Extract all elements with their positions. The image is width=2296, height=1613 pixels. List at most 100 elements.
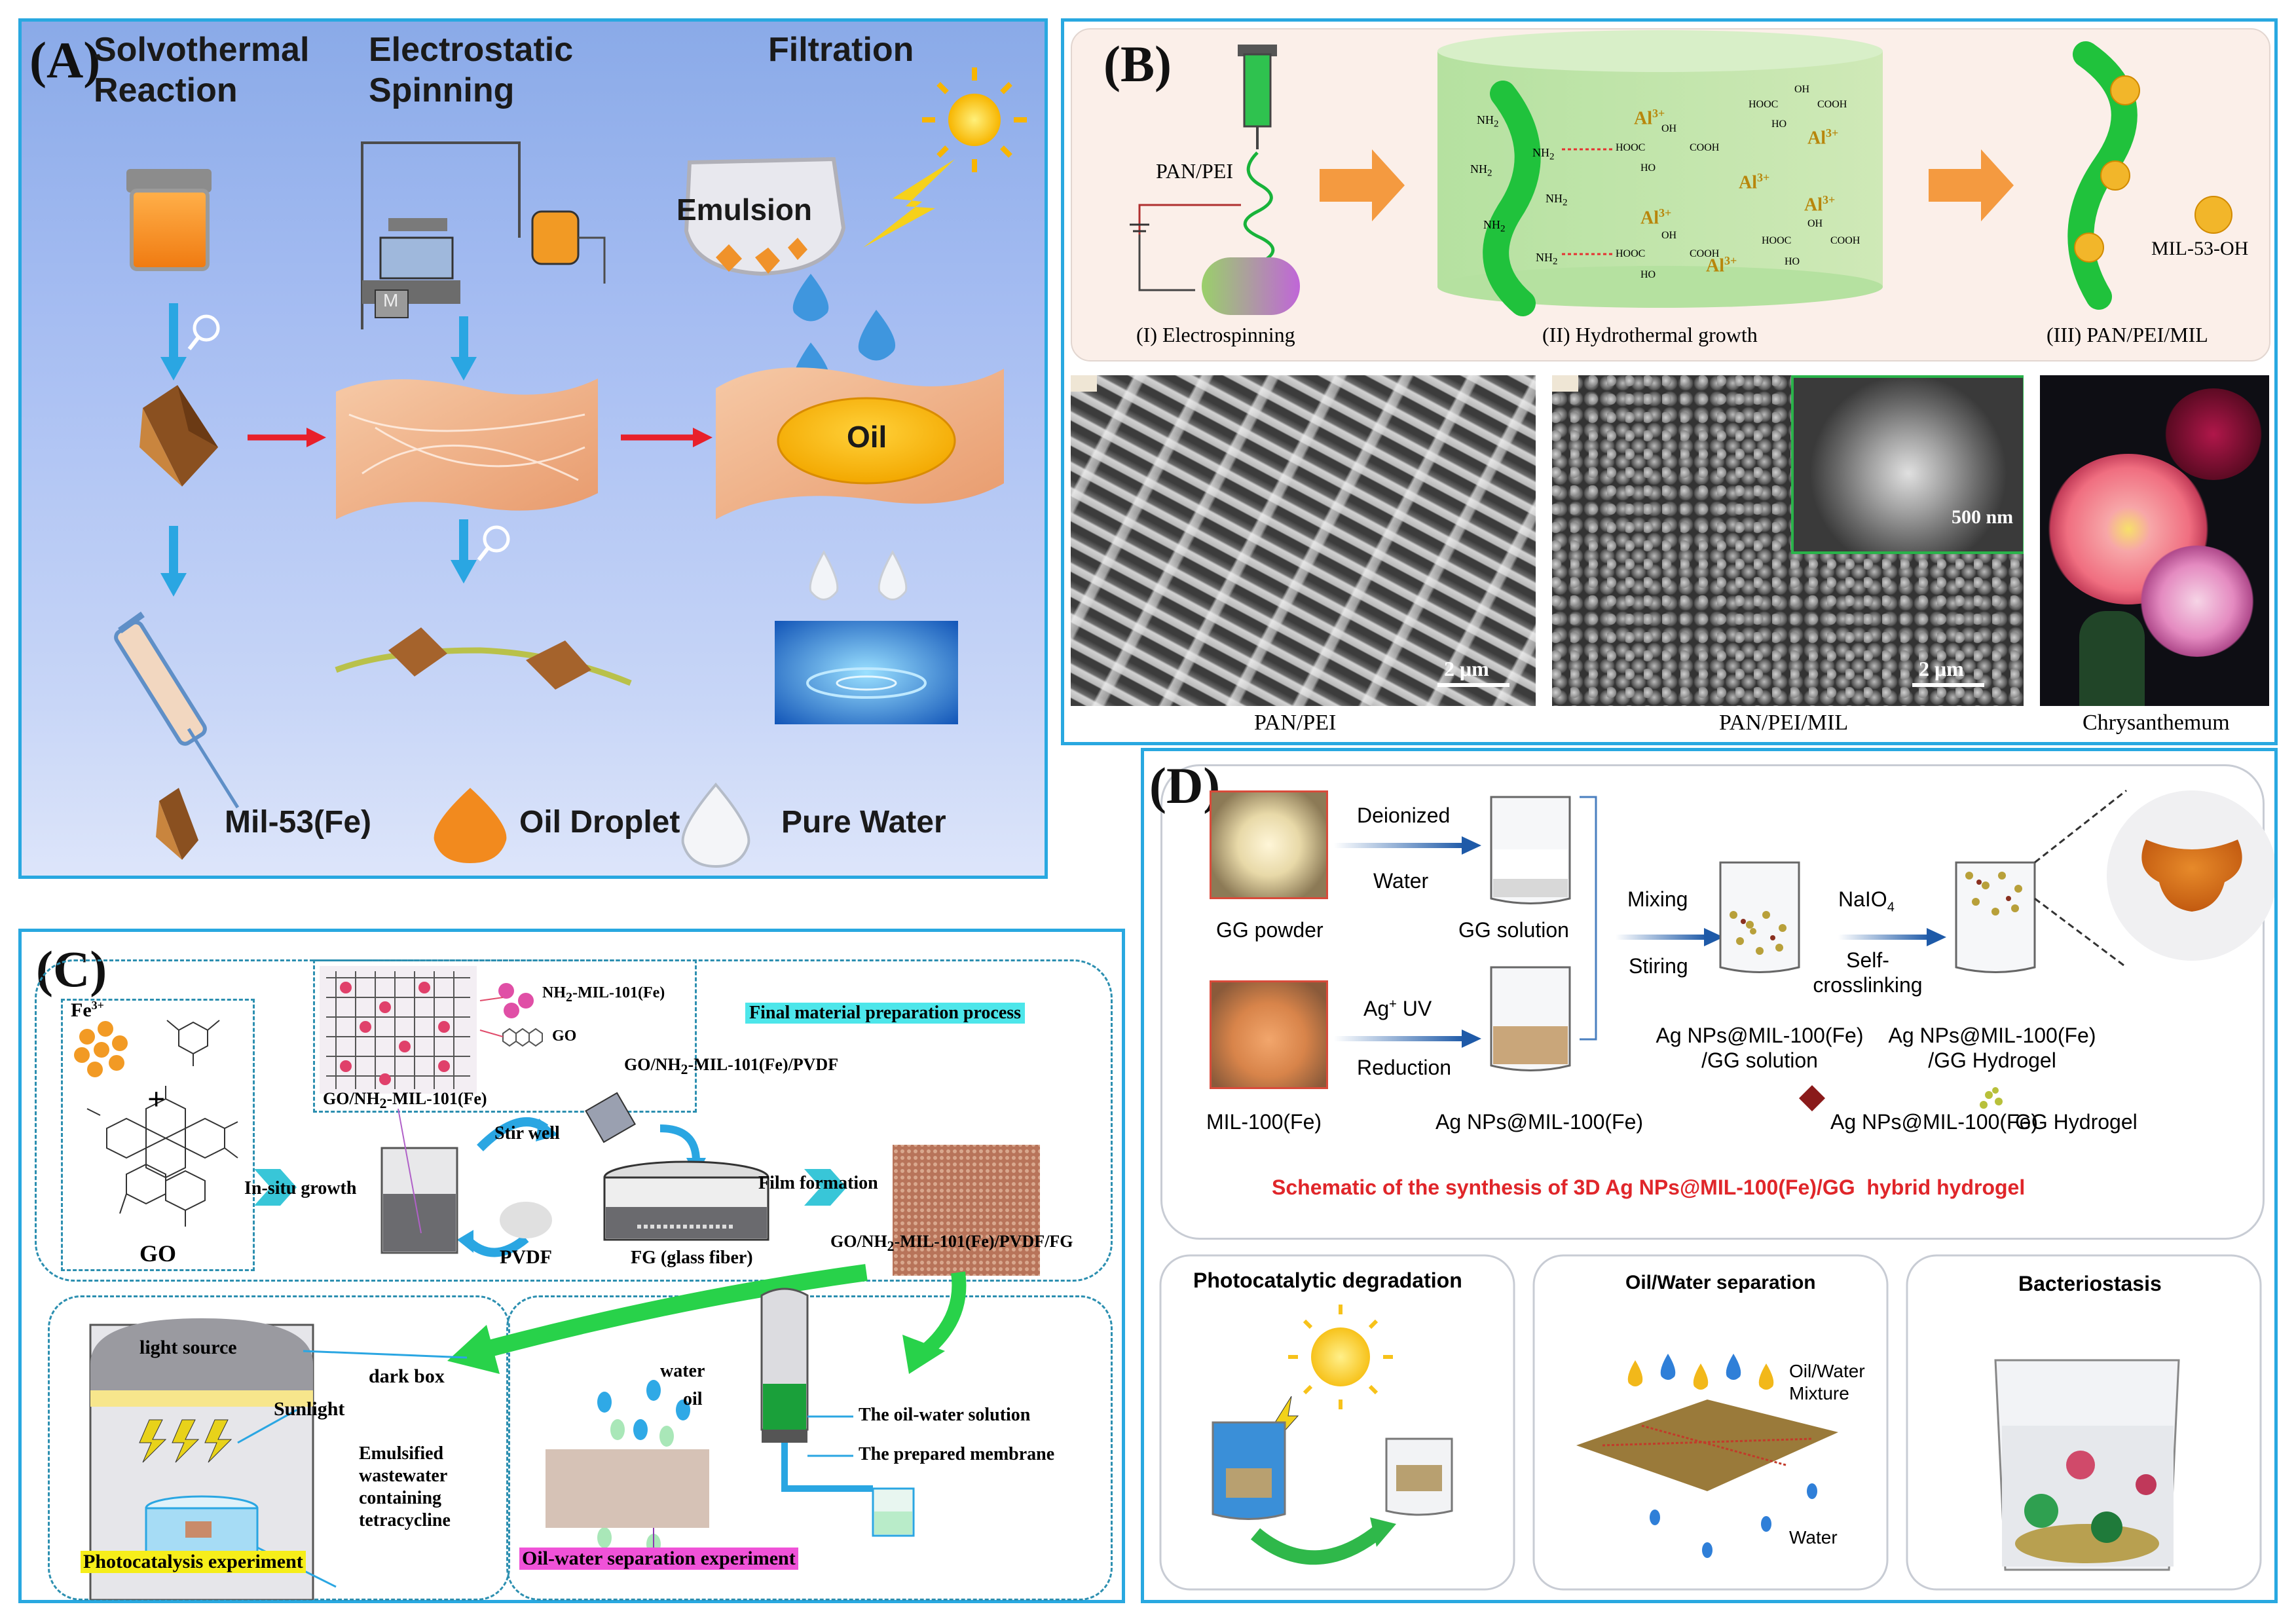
filter-mat-icon <box>716 367 1004 519</box>
legend-water-drop-icon <box>681 782 750 868</box>
cooh-label-4: COOH <box>1830 235 1861 246</box>
petri-dish-icon <box>603 1160 769 1241</box>
gg-solution-label: GG solution <box>1458 918 1569 942</box>
oil-water-solution-label: The oil-water solution <box>859 1405 1031 1425</box>
mini-beaker-icon <box>585 1092 637 1143</box>
al-ion-5: Al3+ <box>1640 206 1672 229</box>
water-drop-icon <box>809 549 908 601</box>
fiber-with-crystals-icon <box>335 627 632 690</box>
cooh-label-2: COOH <box>1690 248 1720 259</box>
separation-column-icon <box>760 1288 915 1537</box>
filter-mesh <box>1576 1400 1838 1491</box>
final-process-title: Final material preparation process <box>745 1003 1026 1024</box>
composite-pvdf-label: GO/NH2-MIL-101(Fe)/PVDF <box>624 1055 839 1078</box>
plus-label: + <box>147 1082 166 1117</box>
panel-c: (C) <box>18 929 1125 1603</box>
nh2-label-4: NH2 <box>1546 192 1568 208</box>
ag-nps-mil-label: Ag NPs@MIL-100(Fe) <box>1435 1110 1644 1134</box>
go-legend: GO <box>552 1028 577 1045</box>
al-ion-6: Al3+ <box>1706 254 1737 276</box>
panel-d: (D) <box>1141 748 2278 1603</box>
oil-water-mixture-label: Oil/Water Mixture <box>1789 1361 1865 1403</box>
syringe-icon <box>1238 45 1277 149</box>
water-label: water <box>660 1361 705 1381</box>
reduction-label: Reduction <box>1357 1056 1452 1079</box>
pvdf-label: PVDF <box>500 1246 552 1268</box>
sem-image-pan-pei: 2 μm <box>1071 375 1536 706</box>
cooh-label-3: COOH <box>1817 99 1847 110</box>
nh2-label-3: NH2 <box>1470 162 1492 179</box>
hydrogel-butterfly <box>2141 840 2242 912</box>
nh2-label-1: NH2 <box>1477 113 1499 130</box>
schematic-title: Schematic of the synthesis of 3D Ag NPs@… <box>1272 1176 2026 1199</box>
ho-label-3: HO <box>1771 119 1787 130</box>
water-label: Water <box>1373 869 1429 893</box>
stiring-label: Stiring <box>1629 954 1688 978</box>
al-ion-2: Al3+ <box>1807 126 1839 149</box>
reaction-jar-icon <box>126 169 212 271</box>
motor-label: M <box>383 290 399 310</box>
header-solvothermal: Solvothermal Reaction <box>94 31 310 109</box>
hooc-label-2: HOOC <box>1616 248 1646 259</box>
lightning-icon <box>863 159 955 248</box>
panel-a-label: (A) <box>29 31 101 88</box>
oil-label: oil <box>683 1389 703 1409</box>
caption-chrysanthemum: Chrysanthemum <box>2083 711 2230 735</box>
sunlight-label: Sunlight <box>274 1398 345 1420</box>
pvdf-powder-icon <box>500 1202 552 1238</box>
sun-icon <box>1288 1305 1393 1409</box>
scale-bar-1: 2 μm <box>1444 657 1489 680</box>
magnifier-icon <box>477 525 510 561</box>
cooh-label-1: COOH <box>1690 142 1720 153</box>
legend-oil-label: Oil Droplet <box>519 805 680 840</box>
fiber-mat-icon <box>336 379 598 519</box>
fe-ion-icons <box>74 1021 128 1077</box>
nh2-mil-legend: NH2-MIL-101(Fe) <box>542 984 665 1005</box>
chrysanthemum-photo <box>2040 375 2269 706</box>
mil100-label: MIL-100(Fe) <box>1206 1110 1322 1134</box>
panel-b-illustration <box>1130 30 2232 316</box>
sun-icon <box>922 67 1027 172</box>
naio4-label: NaIO4 <box>1838 887 1895 915</box>
film-label: Film formation <box>758 1173 878 1193</box>
fabric-membrane <box>546 1449 709 1528</box>
mil53-oh-label: MIL-53-OH <box>2151 238 2249 259</box>
ho-label-4: HO <box>1785 256 1800 267</box>
nh2-label-6: NH2 <box>1536 251 1558 267</box>
caption-pan-pei-mil: PAN/PEI/MIL <box>1719 711 1849 735</box>
scale-bar-2: 2 μm <box>1919 657 1964 680</box>
pan-pei-label: PAN/PEI <box>1156 159 1233 183</box>
panel-d-label: (D) <box>1149 757 1221 814</box>
reagent-box <box>61 999 255 1271</box>
synthesis-arrows <box>1334 796 1946 1048</box>
legend-gg-label: GG Hydrogel <box>2015 1110 2138 1134</box>
fe-label: Fe3+ <box>71 999 104 1021</box>
al-ion-3: Al3+ <box>1739 171 1770 193</box>
lightning-icon <box>139 1419 232 1463</box>
hooc-label-1: HOOC <box>1616 142 1646 153</box>
go-label: GO <box>139 1240 177 1267</box>
app-photocatalytic-label: Photocatalytic degradation <box>1193 1269 1462 1292</box>
mof-structure-box <box>313 959 697 1113</box>
bacteria-icon <box>2024 1451 2157 1543</box>
gg-powder-photo <box>1210 790 1328 899</box>
ag-uv-label: Ag+ UV <box>1363 997 1432 1020</box>
header-electrostatic: Electrostatic Spinning <box>369 31 574 109</box>
oh-label-2: OH <box>1661 230 1677 241</box>
syringe-icon <box>114 611 240 809</box>
oil-label: Oil <box>847 420 887 454</box>
legend-gg-hydrogel-icon <box>1980 1087 2003 1109</box>
mil53-crystal-icon <box>139 385 218 487</box>
nh2-label-2: NH2 <box>1532 146 1555 162</box>
oh-label-3: OH <box>1794 84 1810 95</box>
water-droplet-icons <box>597 1380 690 1440</box>
oil-water-drops-icon <box>1627 1354 1774 1390</box>
mixing-label: Mixing <box>1627 887 1688 911</box>
legend-mil53-label: Mil-53(Fe) <box>225 805 372 840</box>
oil-water-box <box>506 1295 1113 1601</box>
panel-a: (A) Solvothermal Reaction Electrostatic … <box>18 18 1048 879</box>
step-2-label: (II) Hydrothermal growth <box>1542 323 1758 346</box>
light-source-label: light source <box>139 1337 237 1358</box>
panel-b-label: (B) <box>1103 35 1172 92</box>
insitu-label: In-situ growth <box>244 1178 357 1198</box>
